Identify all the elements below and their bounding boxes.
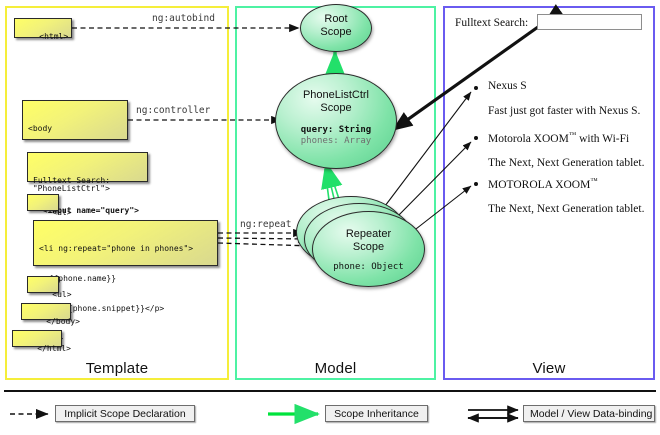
- html-close-text: </html>: [37, 344, 71, 353]
- code-box-body-close: </body>: [21, 303, 80, 326]
- column-label-view: View: [532, 360, 566, 377]
- view-bullet-1: [474, 86, 478, 90]
- view-bullet-3: [474, 182, 478, 186]
- li-repeat-line1: <li ng:repeat="phone in phones">: [39, 244, 194, 253]
- code-box-html-open: <html>: [14, 18, 72, 41]
- code-box-body-open: <body ng:controller= "PhoneListCtrl">: [22, 100, 128, 193]
- scope-phonelistctrl: PhoneListCtrl Scope query: String phones…: [275, 73, 397, 169]
- legend-divider: [4, 390, 656, 392]
- search-input[interactable]: [537, 14, 642, 30]
- legend-item-scope-inheritance: Scope Inheritance: [325, 405, 428, 422]
- legend-item-implicit-scope-declaration: Implicit Scope Declaration: [55, 405, 195, 422]
- view-item-snippet-2: The Next, Next Generation tablet.: [488, 157, 645, 169]
- ul-open-text: <ul>: [52, 208, 72, 217]
- view-search-label: Fulltext Search:: [455, 17, 529, 29]
- view-item-name-2-suffix: with Wi-Fi: [576, 132, 630, 145]
- label-ng-controller: ng:controller: [136, 105, 211, 116]
- trademark-icon-3: ™: [590, 176, 598, 185]
- code-box-fulltext-search: Fulltext Search: <input name="query">: [27, 152, 148, 215]
- view-item-name-2: Motorola XOOM™ with Wi-Fi: [488, 130, 629, 145]
- fulltext-search-line1: Fulltext Search:: [33, 176, 111, 185]
- column-model: [235, 6, 436, 380]
- root-scope-title1: Root: [324, 13, 348, 25]
- view-item-snippet-3: The Next, Next Generation tablet.: [488, 203, 645, 215]
- column-label-template: Template: [85, 360, 149, 377]
- repeater-prop-phone: phone: Object: [333, 262, 404, 272]
- label-ng-repeat: ng:repeat: [240, 219, 292, 230]
- view-item-name-3: MOTOROLA XOOM™: [488, 176, 598, 191]
- column-label-model: Model: [314, 360, 357, 377]
- phonelistctrl-prop-phones: phones: Array: [300, 136, 372, 146]
- li-repeat-line2: {{phone.name}}: [39, 274, 117, 283]
- view-bullet-2: [474, 136, 478, 140]
- view-item-name-2-text: Motorola XOOM: [488, 132, 569, 145]
- scope-root: Root Scope: [300, 4, 372, 52]
- label-ng-autobind: ng:autobind: [152, 13, 215, 24]
- li-repeat-line3: <p>{{phone.snippet}}</p>: [39, 304, 165, 313]
- phonelistctrl-prop-query: query: String: [300, 125, 372, 135]
- repeater-title2: Scope: [352, 240, 385, 253]
- code-box-li-repeat: <li ng:repeat="phone in phones"> {{phone…: [33, 220, 218, 343]
- body-open-line3: "PhoneListCtrl">: [28, 184, 110, 193]
- trademark-icon-2: ™: [568, 130, 577, 139]
- root-scope-title2: Scope: [320, 25, 352, 38]
- html-open-text: <html>: [39, 32, 69, 41]
- scope-repeater: Repeater Scope phone: Object: [312, 211, 425, 287]
- view-item-name-3-text: MOTOROLA XOOM: [488, 178, 591, 191]
- body-close-text: </body>: [46, 317, 80, 326]
- repeater-title1: Repeater: [345, 228, 392, 240]
- phonelistctrl-title1: PhoneListCtrl: [302, 89, 370, 101]
- ul-close-text: <ul>: [52, 290, 72, 299]
- li-repeat-line4: </li>: [39, 334, 212, 344]
- view-item-name-1: Nexus S: [488, 80, 527, 92]
- code-box-ul-close: <ul>: [27, 276, 72, 299]
- legend-item-model-view-databinding: Model / View Data-binding: [523, 405, 655, 422]
- phonelistctrl-title2: Scope: [320, 101, 352, 114]
- code-box-html-close: </html>: [12, 330, 71, 353]
- body-open-line1: <body: [28, 124, 53, 133]
- view-item-snippet-1: Fast just got faster with Nexus S.: [488, 105, 641, 117]
- column-view: [443, 6, 655, 380]
- code-box-ul-open: <ul>: [27, 194, 72, 217]
